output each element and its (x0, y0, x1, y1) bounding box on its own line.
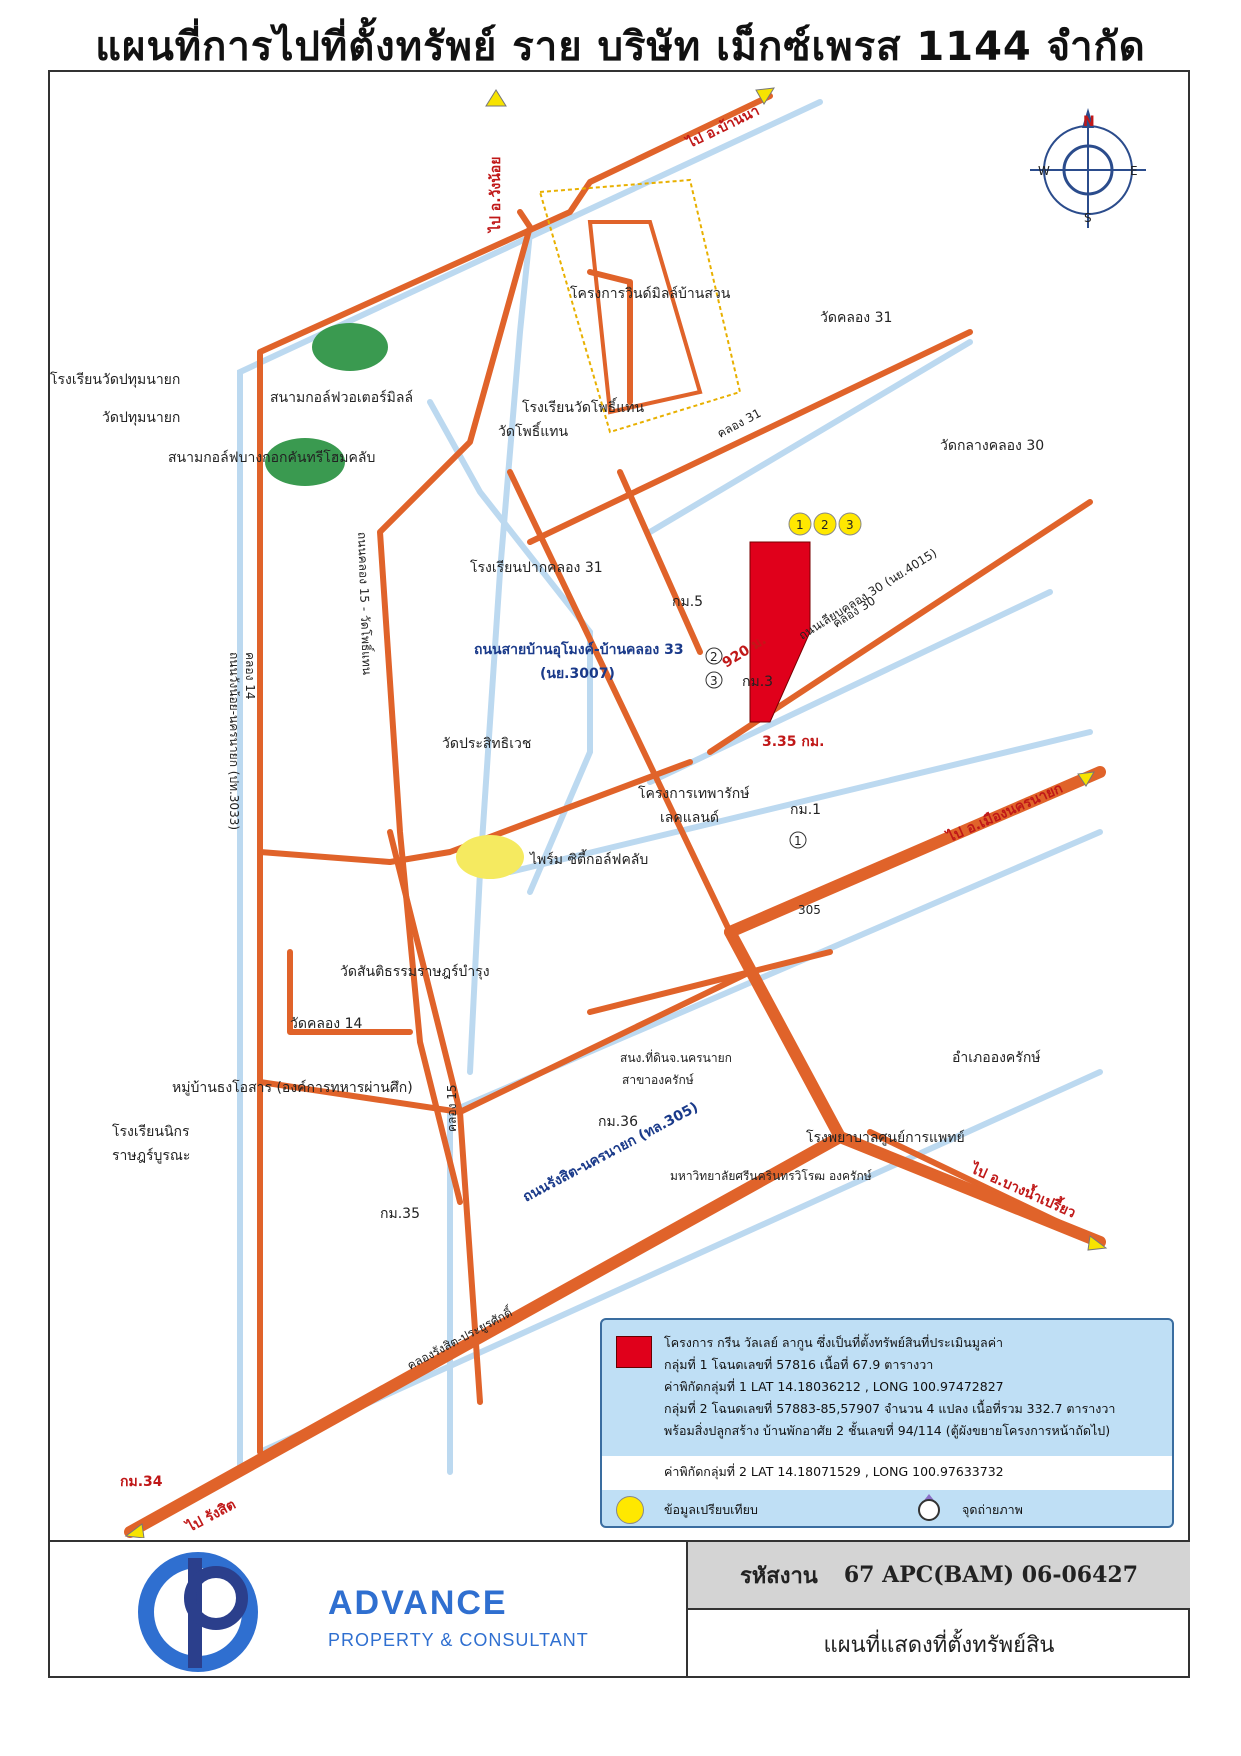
direction-arrows (124, 87, 1108, 1538)
label-wat-prasit: วัดประสิทธิเวช (442, 736, 531, 752)
map-description: แผนที่แสดงที่ตั้งทรัพย์สิน (823, 1632, 1055, 1658)
compass-rose: N S E W (1030, 108, 1146, 228)
label-khlong14: คลอง 14 (243, 652, 257, 700)
km5: กม.5 (672, 594, 703, 610)
label-golf-waterhill: สนามกอล์ฟวอเตอร์มิลล์ (270, 389, 413, 406)
legend-compare: ข้อมูลเปรียบเทียบ (664, 1502, 758, 1517)
label-wat-santi: วัดสันติธรรมราษฎร์บำรุง (340, 963, 490, 980)
dir-wang-noi: ไป อ.วังน้อย (486, 157, 504, 234)
km34: กม.34 (120, 1474, 163, 1490)
circle-label-2: 2 (821, 518, 829, 532)
photo-point-icon (918, 1494, 940, 1521)
photo-points: 2 3 1 (705, 647, 807, 849)
km35: กม.35 (380, 1206, 420, 1222)
label-land-office-2: สาขาองครักษ์ (622, 1073, 694, 1087)
golf-courses (265, 323, 524, 879)
label-wat-khlong14: วัดคลอง 14 (290, 1016, 362, 1032)
label-road-3007-code: (นย.3007) (540, 666, 615, 682)
label-hospital: โรงพยาบาลศูนย์การแพทย์ (806, 1129, 965, 1146)
label-school-nikorn-2: ราษฎร์บูรณะ (112, 1147, 190, 1164)
windmill-project (538, 178, 742, 434)
label-school-wat-pho: โรงเรียนวัดโพธิ์แทน (522, 397, 644, 416)
location-map: 1 2 3 2 3 1 N S E W ไป อ.บ้านนา ไป อ.วัง… (50, 87, 1146, 1538)
road-network (257, 93, 1103, 1455)
legend-line-6: ค่าพิกัดกลุ่มที่ 2 LAT 14.18071529 , LON… (664, 1464, 1004, 1479)
label-village: หมู่บ้านธงโอสาร (องค์การทหารผ่านศึก) (172, 1079, 413, 1096)
legend-line-4: กลุ่มที่ 2 โฉนดเลขที่ 57883-85,57907 จำน… (664, 1401, 1116, 1416)
property-swatch (616, 1336, 652, 1368)
label-golf-bangkok: สนามกอล์ฟบางกอกคันทรีโฮมคลับ (168, 449, 375, 466)
dir-mueang-nakhon-nayok: ไป อ.เมืองนครนายก (942, 779, 1065, 847)
km3: กม.3 (742, 674, 773, 690)
company-brand: ADVANCE (328, 1584, 508, 1622)
legend-line-1: โครงการ กรีน วัลเลย์ ลากูน ซึ่งเป็นที่ตั… (664, 1335, 1004, 1350)
job-code: รหัสงาน 67 APC(BAM) 06-06427 (688, 1542, 1190, 1610)
label-thep-project: โครงการเทพารักษ์ (638, 785, 750, 802)
photo-point-2: 2 (710, 650, 718, 664)
photo-point-3: 3 (710, 674, 718, 688)
label-windmill: โครงการวินด์มิลล์บ้านสวน (570, 285, 731, 302)
company-logo-icon (138, 1552, 258, 1672)
job-code-value: 67 APC(BAM) 06-06427 (843, 1562, 1139, 1588)
company-brand-sub: PROPERTY & CONSULTANT (328, 1630, 589, 1650)
compare-icon (616, 1496, 644, 1524)
label-school-wat-pathum: โรงเรียนวัดปทุมนายก (50, 371, 180, 388)
label-wat-klang-khlong30: วัดกลางคลอง 30 (940, 438, 1044, 454)
comparison-circles: 1 2 3 (788, 512, 862, 536)
legend-line-3: ค่าพิกัดกลุ่มที่ 1 LAT 14.18036212 , LON… (664, 1379, 1004, 1394)
label-ongkharak: อำเภอองครักษ์ (952, 1049, 1041, 1066)
map-legend: โครงการ กรีน วัลเลย์ ลากูน ซึ่งเป็นที่ตั… (600, 1318, 1174, 1528)
label-school-nikorn-1: โรงเรียนนิกร (112, 1123, 190, 1140)
photo-point-1: 1 (794, 834, 802, 848)
legend-photo: จุดถ่ายภาพ (962, 1502, 1023, 1517)
distance-335: 3.35 กม. (762, 734, 824, 750)
circle-label-1: 1 (796, 518, 804, 532)
label-wat-pho: วัดโพธิ์แทน (498, 421, 568, 440)
compass-e: E (1130, 164, 1138, 178)
label-pride-golf: ไพร์ม ซิตี้กอล์ฟคลับ (529, 849, 648, 868)
map-frame (48, 70, 1190, 1678)
km36: กม.36 (598, 1114, 638, 1130)
label-khlong15: คลอง 15 (445, 1084, 459, 1132)
label-school-pak-khlong31: โรงเรียนปากคลอง 31 (470, 559, 603, 576)
title-block: ADVANCE PROPERTY & CONSULTANT รหัสงาน 67… (48, 1540, 1190, 1678)
label-wat-pathum: วัดปทุมนายก (102, 410, 180, 426)
km1: กม.1 (790, 802, 821, 818)
compass-n: N (1083, 114, 1095, 130)
label-route-305: 305 (798, 903, 821, 917)
legend-line-2: กลุ่มที่ 1 โฉนดเลขที่ 57816 เนื้อที่ 67.… (664, 1357, 934, 1372)
main-roads (124, 766, 1106, 1538)
subject-property (749, 541, 811, 723)
job-code-label: รหัสงาน (739, 1562, 818, 1589)
compass-w: W (1038, 164, 1050, 178)
compass-s: S (1084, 211, 1092, 225)
label-land-office-1: สนง.ที่ดินจ.นครนายก (620, 1049, 732, 1065)
label-lakeland: เลคแลนด์ (660, 809, 719, 826)
label-wat-khlong31: วัดคลอง 31 (820, 310, 892, 326)
map-title: แผนที่การไปที่ตั้งทรัพย์ ราย บริษัท เม็ก… (95, 24, 1146, 70)
label-university: มหาวิทยาลัยศรีนครินทรวิโรฒ องครักษ์ (670, 1169, 872, 1183)
label-khlong31-road: ถนนคลอง 15 - วัดโพธิ์แทน (355, 532, 376, 676)
circle-label-3: 3 (846, 518, 854, 532)
legend-line-5: พร้อมสิ่งปลูกสร้าง บ้านพักอาศัย 2 ชั้นเล… (664, 1423, 1111, 1438)
label-road-3007: ถนนสายบ้านอุโมงค์-บ้านคลอง 33 (474, 640, 684, 658)
label-wang-noi-road: ถนนวังน้อย-นครนายก (ปท.3033) (227, 652, 241, 830)
